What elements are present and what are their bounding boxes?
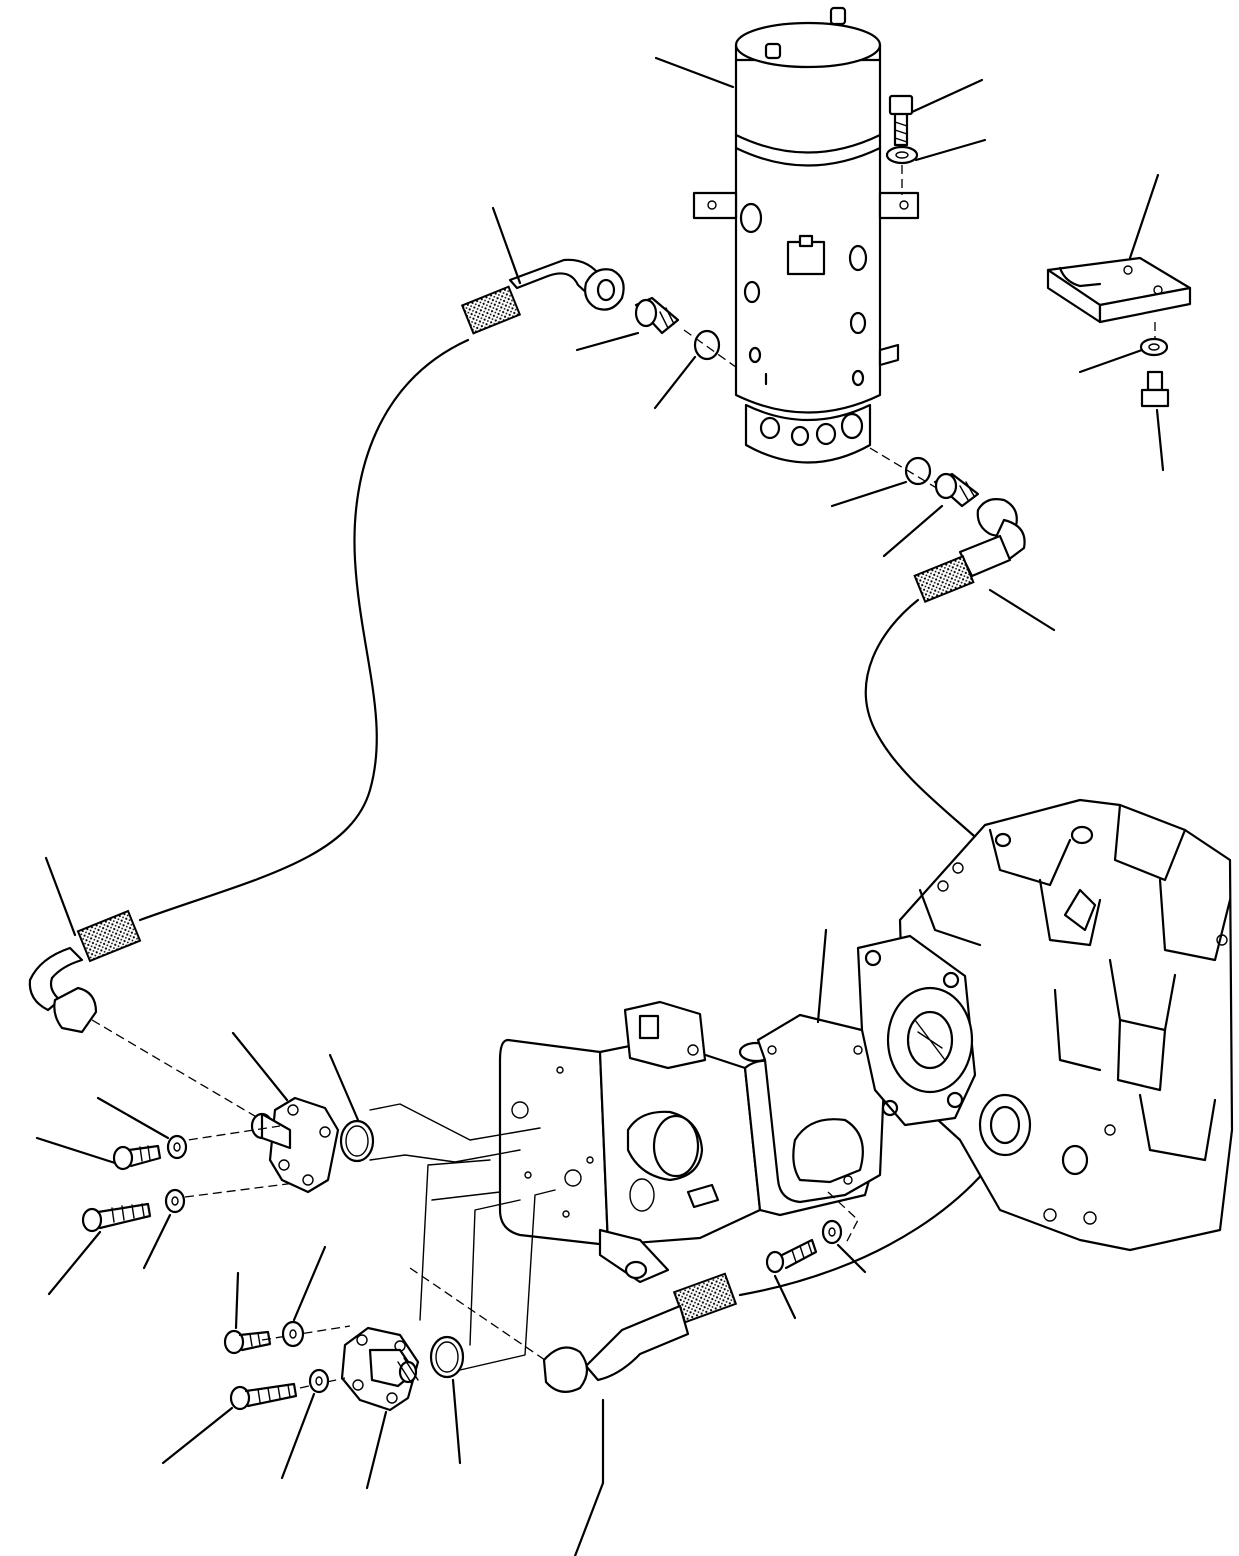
- hose-lower: [409, 447, 1046, 1393]
- hose-upper: [28, 258, 741, 1126]
- flange-upper: [174, 1096, 541, 1198]
- bolts-upper-flange: [81, 1134, 188, 1233]
- pump: [498, 1000, 887, 1284]
- transmission-housing: [856, 798, 1234, 1252]
- bolt-swivel: [885, 94, 919, 195]
- bolts-lower-flange: [223, 1320, 330, 1411]
- leader-lines: [35, 56, 1165, 1556]
- mounting-bracket: [1046, 256, 1192, 408]
- screw-pump: [765, 1219, 843, 1274]
- swivel-joint: [692, 6, 920, 464]
- flange-lower: [261, 1159, 556, 1412]
